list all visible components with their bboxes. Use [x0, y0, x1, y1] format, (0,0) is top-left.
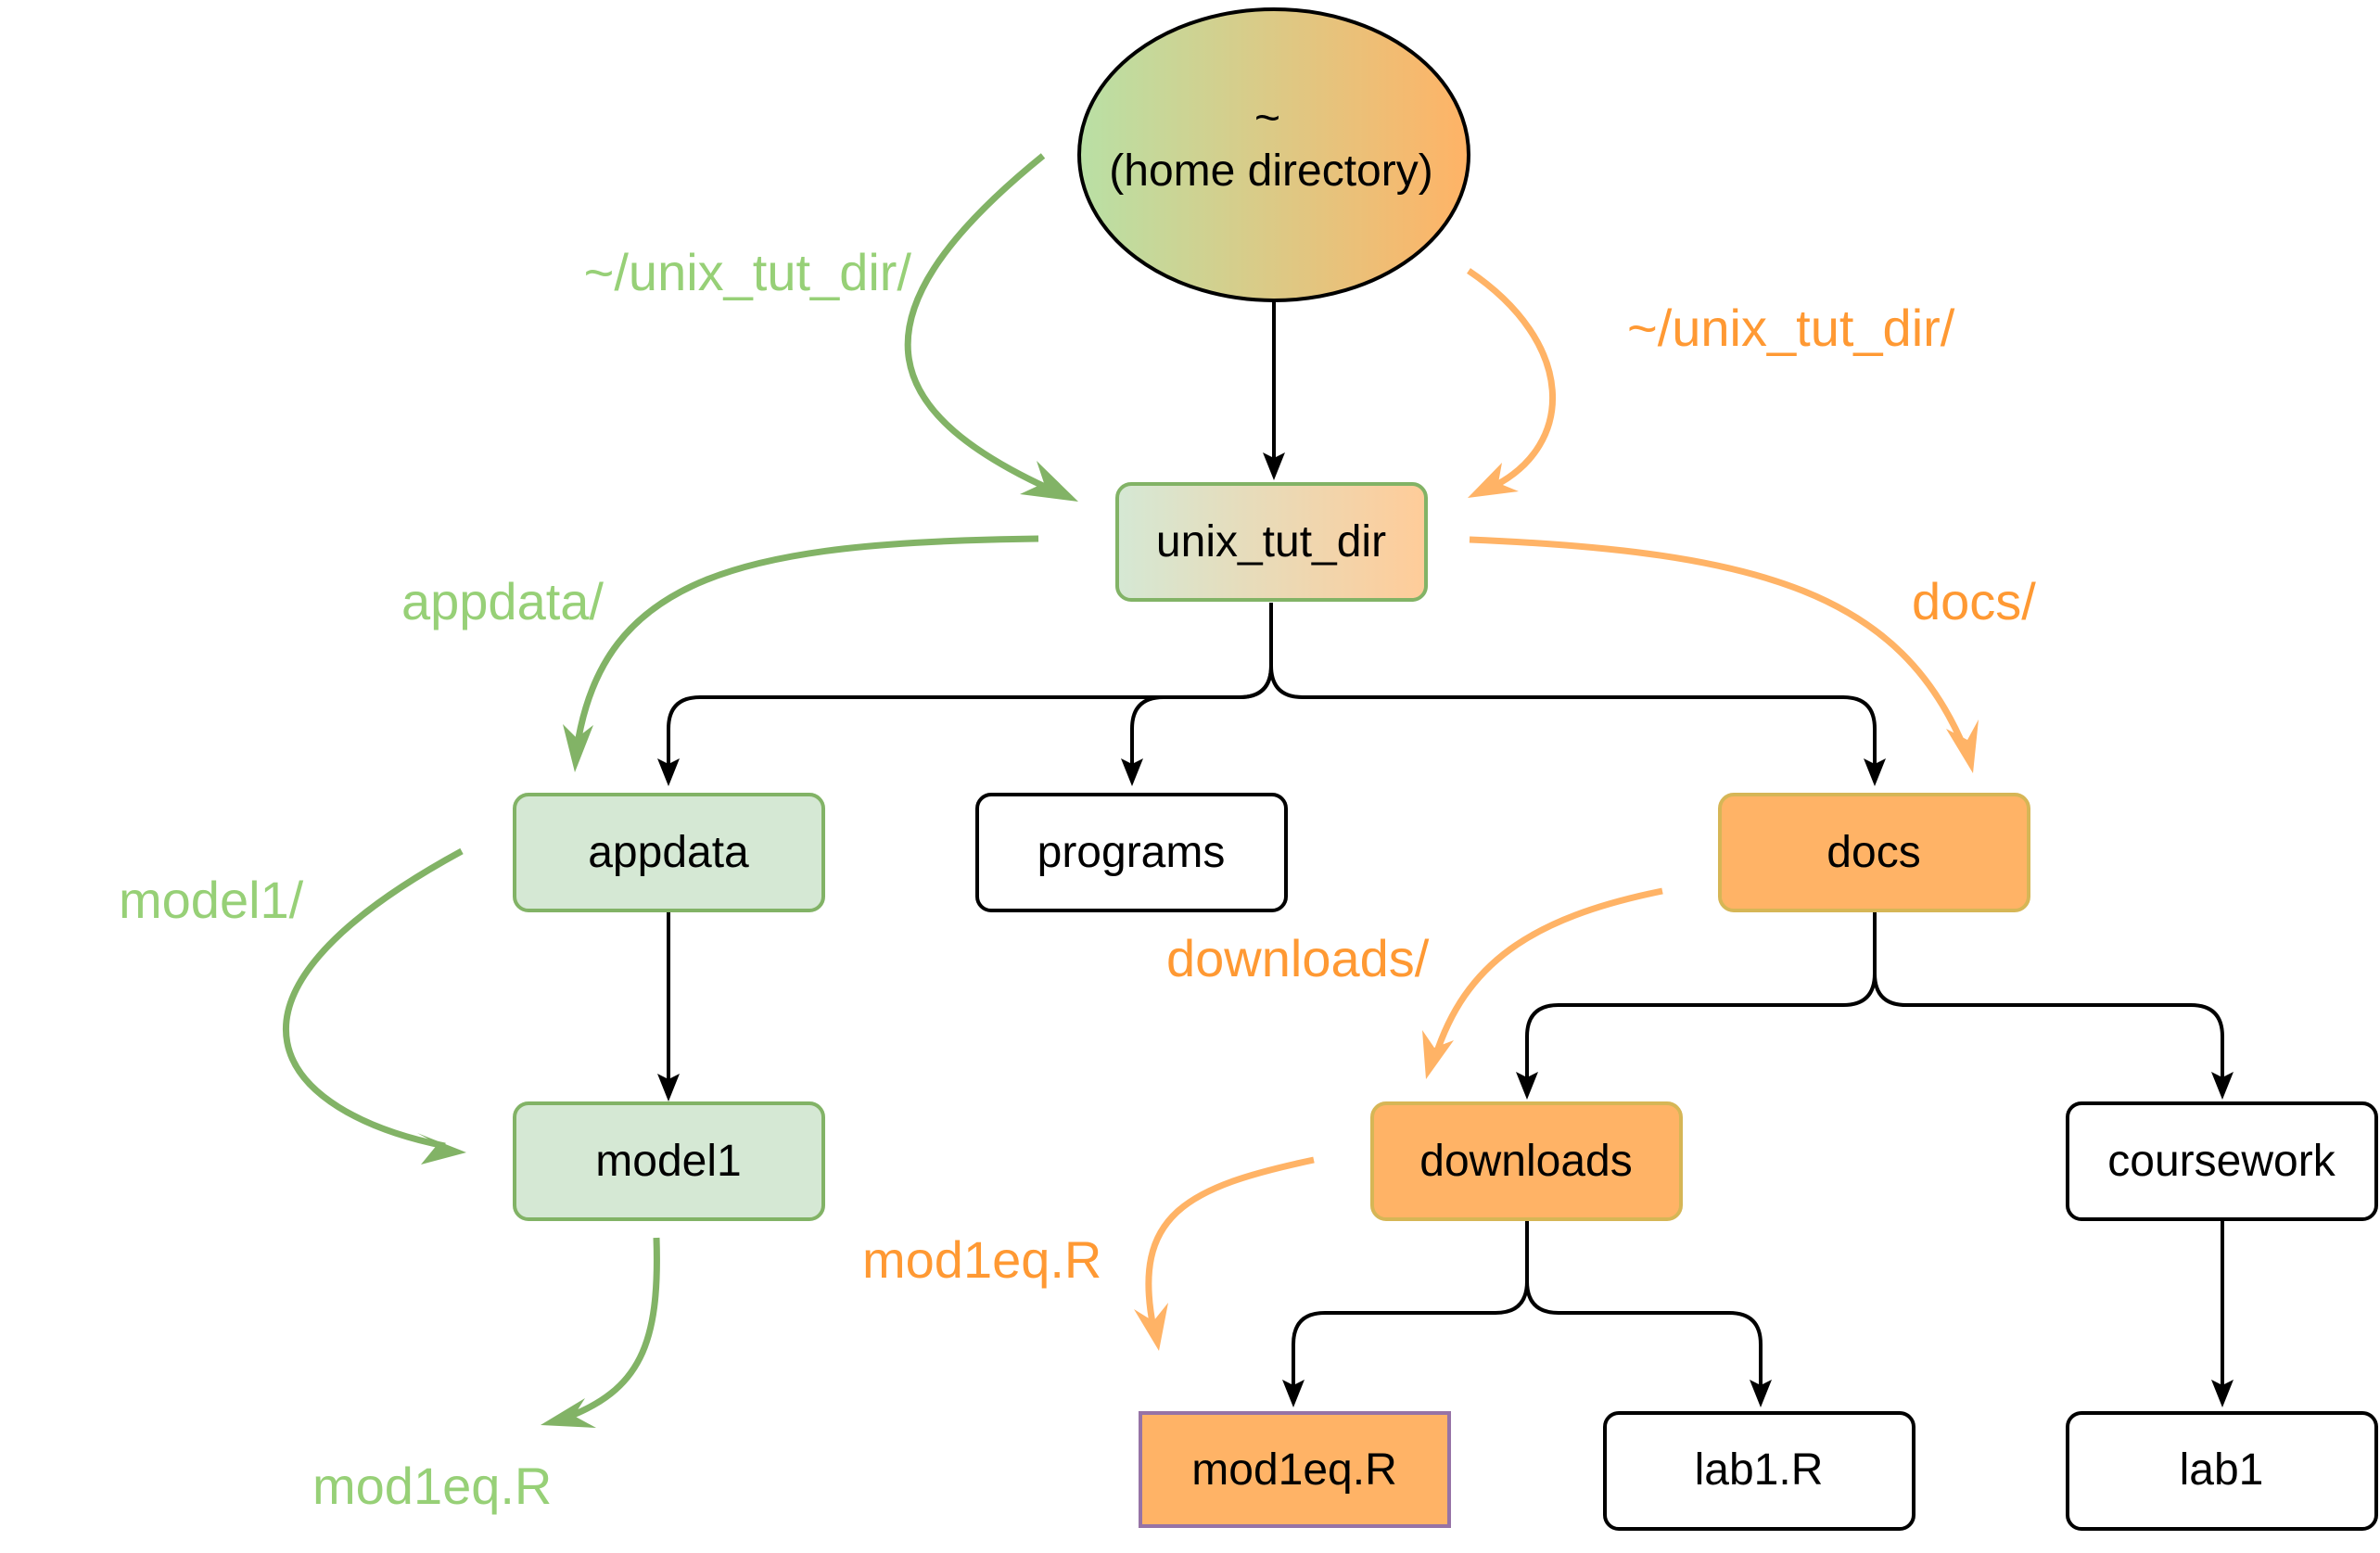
arrowhead-lab1	[2211, 1380, 2234, 1407]
green-arrowhead-mod1eq	[541, 1398, 596, 1428]
orange-label-unix-tut-dir: ~/unix_tut_dir/	[1627, 299, 1955, 357]
orange-arrow-docs-downloads	[1432, 887, 1663, 1059]
green-arrowhead-appdata	[563, 724, 593, 772]
connector-downloads-lab1r	[1525, 1280, 1763, 1391]
green-arrow-unix-appdata	[573, 535, 1039, 750]
node-box-downloads	[1370, 1101, 1683, 1221]
green-label-mod1eq: mod1eq.R	[312, 1457, 552, 1515]
node-coursework: coursework	[2066, 1101, 2378, 1221]
node-label-downloads: downloads	[1419, 1137, 1633, 1186]
orange-arrowhead-downloads	[1422, 1030, 1454, 1079]
home-directory-ellipse	[1077, 7, 1470, 302]
node-box-programs	[975, 793, 1288, 912]
node-box-coursework	[2066, 1101, 2378, 1221]
green-path-arrows	[283, 153, 1078, 1428]
green-path-labels: ~/unix_tut_dir/ appdata/ model1/ mod1eq.…	[119, 243, 911, 1515]
orange-label-mod1eq: mod1eq.R	[862, 1230, 1101, 1289]
node-label-unix-tut-dir: unix_tut_dir	[1156, 517, 1386, 566]
connector-docs-downloads	[1525, 912, 1877, 1083]
node-mod1eq-file: mod1eq.R	[1139, 1411, 1451, 1528]
connector-unix-appdata	[667, 603, 1273, 770]
connector-unix-docs	[1269, 665, 1877, 770]
arrowhead-model1	[657, 1074, 680, 1101]
connector-downloads-mod1eq	[1292, 1220, 1529, 1391]
node-docs: docs	[1718, 793, 2030, 912]
orange-label-downloads: downloads/	[1166, 929, 1430, 987]
orange-arrowhead-docs	[1946, 719, 1979, 773]
orange-arrow-unix-docs	[1469, 536, 1969, 753]
node-box-docs	[1718, 793, 2030, 912]
home-directory-label: (home directory)	[1109, 146, 1432, 196]
connector-docs-coursework	[1873, 973, 2224, 1083]
orange-arrowhead-mod1eq	[1134, 1303, 1168, 1351]
node-label-lab1: lab1	[2180, 1445, 2264, 1495]
node-appdata: appdata	[513, 793, 825, 912]
node-box-mod1eq-file	[1139, 1411, 1451, 1528]
arrowhead-mod1eq	[1282, 1380, 1305, 1407]
node-label-coursework: coursework	[2107, 1137, 2335, 1186]
green-arrow-appdata-model1	[283, 847, 464, 1150]
orange-path-arrows	[1134, 268, 1979, 1351]
node-model1: model1	[513, 1101, 825, 1221]
green-arrow-home-unix	[904, 153, 1057, 495]
node-downloads: downloads	[1370, 1101, 1683, 1221]
orange-arrow-downloads-mod1eq	[1145, 1156, 1315, 1329]
node-label-mod1eq-file: mod1eq.R	[1191, 1445, 1396, 1495]
node-label-programs: programs	[1037, 828, 1226, 877]
node-label-appdata: appdata	[588, 828, 749, 877]
green-arrow-model1-mod1eq	[562, 1237, 660, 1422]
arrowhead-docs	[1864, 758, 1886, 786]
orange-label-docs: docs/	[1912, 572, 2036, 630]
node-box-lab1	[2066, 1411, 2378, 1531]
node-box-appdata	[513, 793, 825, 912]
green-label-unix-tut-dir: ~/unix_tut_dir/	[584, 243, 912, 301]
node-lab1: lab1	[2066, 1411, 2378, 1531]
green-label-model1: model1/	[119, 871, 304, 929]
orange-arrow-home-unix	[1467, 268, 1557, 490]
node-label-lab1-r: lab1.R	[1695, 1445, 1824, 1495]
arrowhead-lab1r	[1750, 1380, 1772, 1407]
node-label-docs: docs	[1826, 828, 1920, 877]
arrowhead-programs	[1121, 758, 1143, 786]
arrowhead-coursework	[2211, 1072, 2234, 1100]
orange-arrowhead-unix	[1468, 463, 1519, 498]
orange-path-labels: ~/unix_tut_dir/ docs/ downloads/ mod1eq.…	[862, 299, 2036, 1289]
arrowhead-downloads	[1516, 1072, 1538, 1100]
node-unix-tut-dir: unix_tut_dir	[1115, 482, 1428, 602]
node-lab1-r: lab1.R	[1603, 1411, 1915, 1531]
home-tilde: ~	[1254, 94, 1280, 143]
green-arrowhead-model1	[417, 1133, 466, 1165]
node-box-unix-tut-dir	[1115, 482, 1428, 602]
node-label-model1: model1	[595, 1137, 741, 1186]
arrowhead-unix	[1263, 452, 1285, 480]
green-label-appdata: appdata/	[401, 572, 604, 630]
node-programs: programs	[975, 793, 1288, 912]
green-arrowhead-unix	[1020, 461, 1078, 502]
tree-connectors	[657, 297, 2234, 1407]
connector-unix-programs	[1130, 665, 1273, 770]
node-box-lab1-r	[1603, 1411, 1915, 1531]
home-directory-node: ~ (home directory)	[1077, 7, 1470, 302]
arrowhead-appdata	[657, 758, 680, 786]
node-box-model1	[513, 1101, 825, 1221]
